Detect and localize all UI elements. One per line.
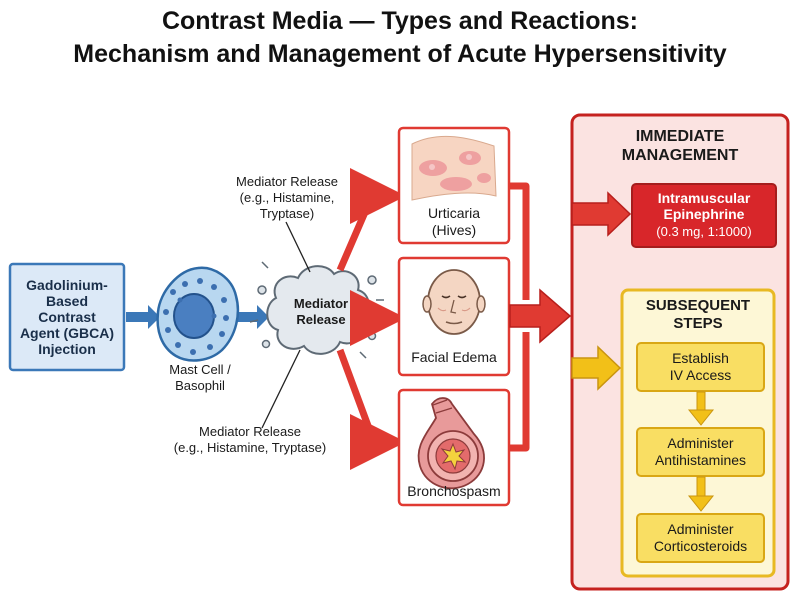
subsequent-steps-heading: SUBSEQUENT STEPS	[645, 297, 751, 332]
step-box-3	[636, 513, 765, 563]
callout-line-top	[285, 221, 311, 273]
arrow-gbca-to-mast-cell	[126, 305, 160, 329]
mast-cell-label: Mast Cell / Basophil	[169, 362, 231, 393]
page-title-line-2: Mechanism and Management of Acute Hypers…	[73, 40, 727, 68]
step-label-3: Administer Corticosteroids	[653, 521, 748, 554]
arrow-to-bronchospasm	[336, 348, 406, 470]
arrow-merge-from-bronchospasm	[510, 332, 530, 452]
step-label-2: Administer Antihistamines	[654, 435, 747, 468]
arrow-merge-main	[509, 288, 572, 344]
arrow-to-subsequent	[571, 345, 622, 391]
mediator-callout-top: Mediator Release (e.g., Histamine, Trypt…	[236, 174, 338, 221]
page-title-line-1: Contrast Media — Types and Reactions:	[161, 7, 638, 35]
mediator-callout-bottom: Mediator Release (e.g., Histamine, Trypt…	[173, 424, 327, 455]
arrow-to-urticaria	[336, 168, 406, 272]
step-label-1: Establish IV Access	[669, 350, 732, 383]
bronchospasm-label: Bronchospasm	[407, 483, 501, 499]
step-arrow-2	[687, 476, 715, 512]
callout-line-bottom	[261, 349, 301, 429]
urticaria-illustration	[411, 135, 497, 201]
arrow-mast-cell-to-mediator	[237, 305, 269, 329]
epinephrine-label: Intramuscular Epinephrine	[657, 190, 751, 222]
step-box-1	[636, 342, 765, 392]
facial-edema-illustration	[422, 269, 486, 335]
facial-edema-label: Facial Edema	[411, 349, 497, 365]
epinephrine-dose: (0.3 mg, 1:1000)	[656, 224, 752, 239]
arrow-merge-from-urticaria	[510, 182, 530, 300]
urticaria-label: Urticaria (Hives)	[427, 205, 481, 238]
step-arrow-1	[687, 391, 715, 426]
immediate-management-heading: IMMEDIATE MANAGEMENT	[621, 128, 739, 164]
bronchospasm-illustration	[417, 397, 485, 490]
gbca-label: Gadolinium- Based Contrast Agent (GBCA) …	[19, 277, 115, 357]
arrow-to-epinephrine	[571, 191, 632, 237]
epinephrine-box	[631, 183, 777, 248]
gbca-box	[8, 262, 126, 372]
mast-cell-illustration	[156, 266, 240, 362]
mediator-release-label: Mediator Release	[293, 296, 349, 327]
step-box-2	[636, 427, 765, 477]
